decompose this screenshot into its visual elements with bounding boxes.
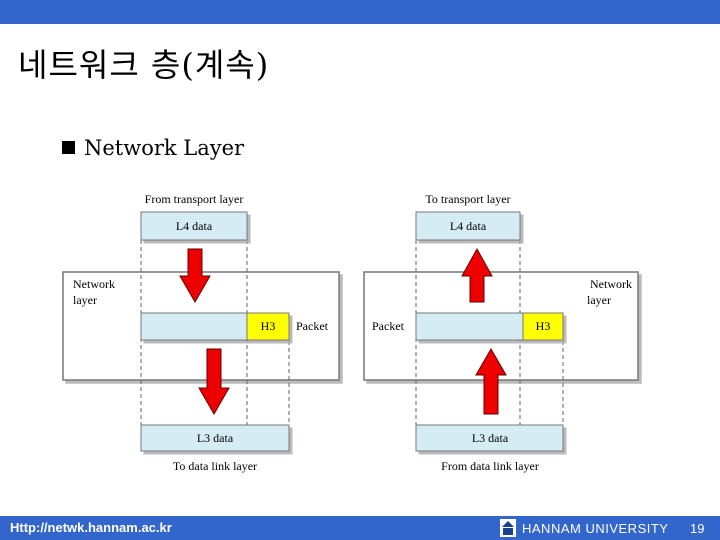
page-number: 19 xyxy=(690,521,705,536)
right-up-arrow-top xyxy=(461,247,493,303)
right-top-caption: To transport layer xyxy=(425,192,510,206)
right-h3-header xyxy=(522,312,564,341)
left-l3-box xyxy=(140,424,290,452)
bullet-item: Network Layer xyxy=(62,136,244,160)
right-l3-label: L3 data xyxy=(472,431,509,445)
right-l3-box xyxy=(415,424,564,452)
top-banner xyxy=(0,0,720,24)
left-bottom-caption: To data link layer xyxy=(173,459,257,473)
left-h3-label: H3 xyxy=(261,319,276,333)
footer-bar: Http://netwk.hannam.ac.kr HANNAM UNIVERS… xyxy=(0,516,720,540)
left-h3-header xyxy=(246,312,290,341)
right-bottom-caption: From data link layer xyxy=(441,459,539,473)
footer-university: HANNAM UNIVERSITY xyxy=(522,521,669,536)
right-layer-label-1: Network xyxy=(590,277,632,291)
right-up-arrow-bottom xyxy=(475,347,507,415)
left-l4-label: L4 data xyxy=(176,219,213,233)
right-l4-box xyxy=(415,211,521,241)
left-layer-label-2: layer xyxy=(73,293,97,307)
right-receiver-panel: To transport layer L4 data Network layer… xyxy=(363,192,639,473)
right-l4-label: L4 data xyxy=(450,219,487,233)
right-layer-label-2: layer xyxy=(587,293,611,307)
left-l3-label: L3 data xyxy=(197,431,234,445)
right-packet-label: Packet xyxy=(372,319,405,333)
square-bullet-icon xyxy=(62,141,75,154)
right-h3-label: H3 xyxy=(536,319,551,333)
left-layer-label-1: Network xyxy=(73,277,115,291)
left-packet-data-box xyxy=(140,312,248,341)
university-logo-icon xyxy=(500,519,516,537)
left-down-arrow-bottom xyxy=(198,348,230,416)
bullet-text: Network Layer xyxy=(84,136,245,160)
right-packet-data-box xyxy=(415,312,524,341)
left-down-arrow-top xyxy=(179,248,211,304)
left-l4-box xyxy=(140,211,248,241)
left-sender-panel: From transport layer L4 data Network lay… xyxy=(62,192,340,473)
slide-title: 네트워크 층(계속) xyxy=(18,46,270,84)
left-top-caption: From transport layer xyxy=(145,192,244,206)
footer-url: Http://netwk.hannam.ac.kr xyxy=(10,520,172,535)
left-packet-label: Packet xyxy=(296,319,329,333)
